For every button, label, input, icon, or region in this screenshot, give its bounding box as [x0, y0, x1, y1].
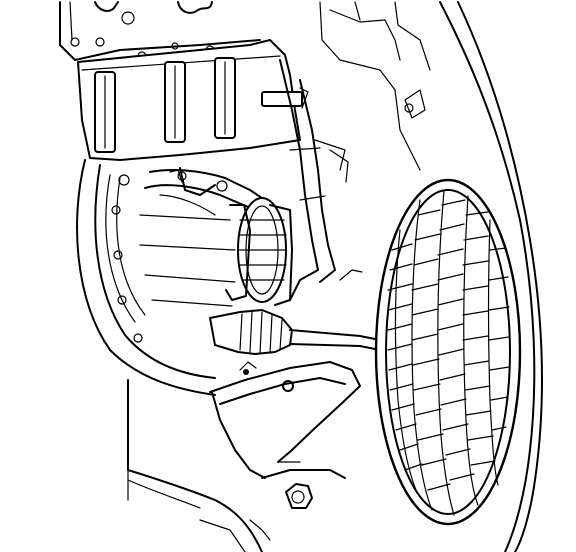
- tire: [374, 178, 522, 526]
- upper-body-rail: [59, 1, 261, 61]
- inner-shield-strip: [279, 59, 349, 301]
- lower-mount-bolt: [249, 483, 313, 541]
- wheelhouse-liner: [76, 159, 263, 552]
- hub-assembly: [144, 167, 293, 306]
- fender-outline: [319, 1, 543, 552]
- lower-body-lines: [127, 269, 363, 552]
- lower-control-arm: [209, 361, 361, 479]
- tread-sipes: [387, 199, 510, 491]
- cv-boot: [209, 309, 381, 355]
- splash-shield-panel: [77, 39, 309, 161]
